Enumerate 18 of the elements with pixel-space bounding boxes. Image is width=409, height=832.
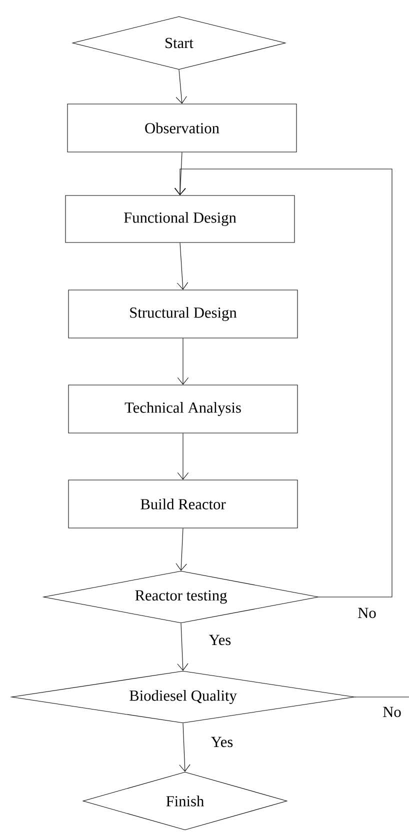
arrow xyxy=(174,168,392,598)
arrow xyxy=(177,623,188,671)
edge-label: Yes xyxy=(209,634,231,646)
arrow xyxy=(179,723,190,772)
arrow xyxy=(176,242,188,290)
process-box: Technical Analysis xyxy=(68,384,298,434)
edge-label: No xyxy=(358,608,376,618)
process-box: Build Reactor xyxy=(68,480,298,528)
process-box: Functional Design xyxy=(65,195,295,243)
arrow xyxy=(177,433,189,480)
arrow xyxy=(176,528,187,571)
arrow xyxy=(174,152,186,196)
edge-label: Yes xyxy=(211,736,233,748)
arrow xyxy=(177,338,189,385)
edge-label: No xyxy=(383,706,401,718)
arrow xyxy=(176,70,187,104)
process-box: Observation xyxy=(67,104,297,152)
process-box: Structural Design xyxy=(68,290,298,338)
